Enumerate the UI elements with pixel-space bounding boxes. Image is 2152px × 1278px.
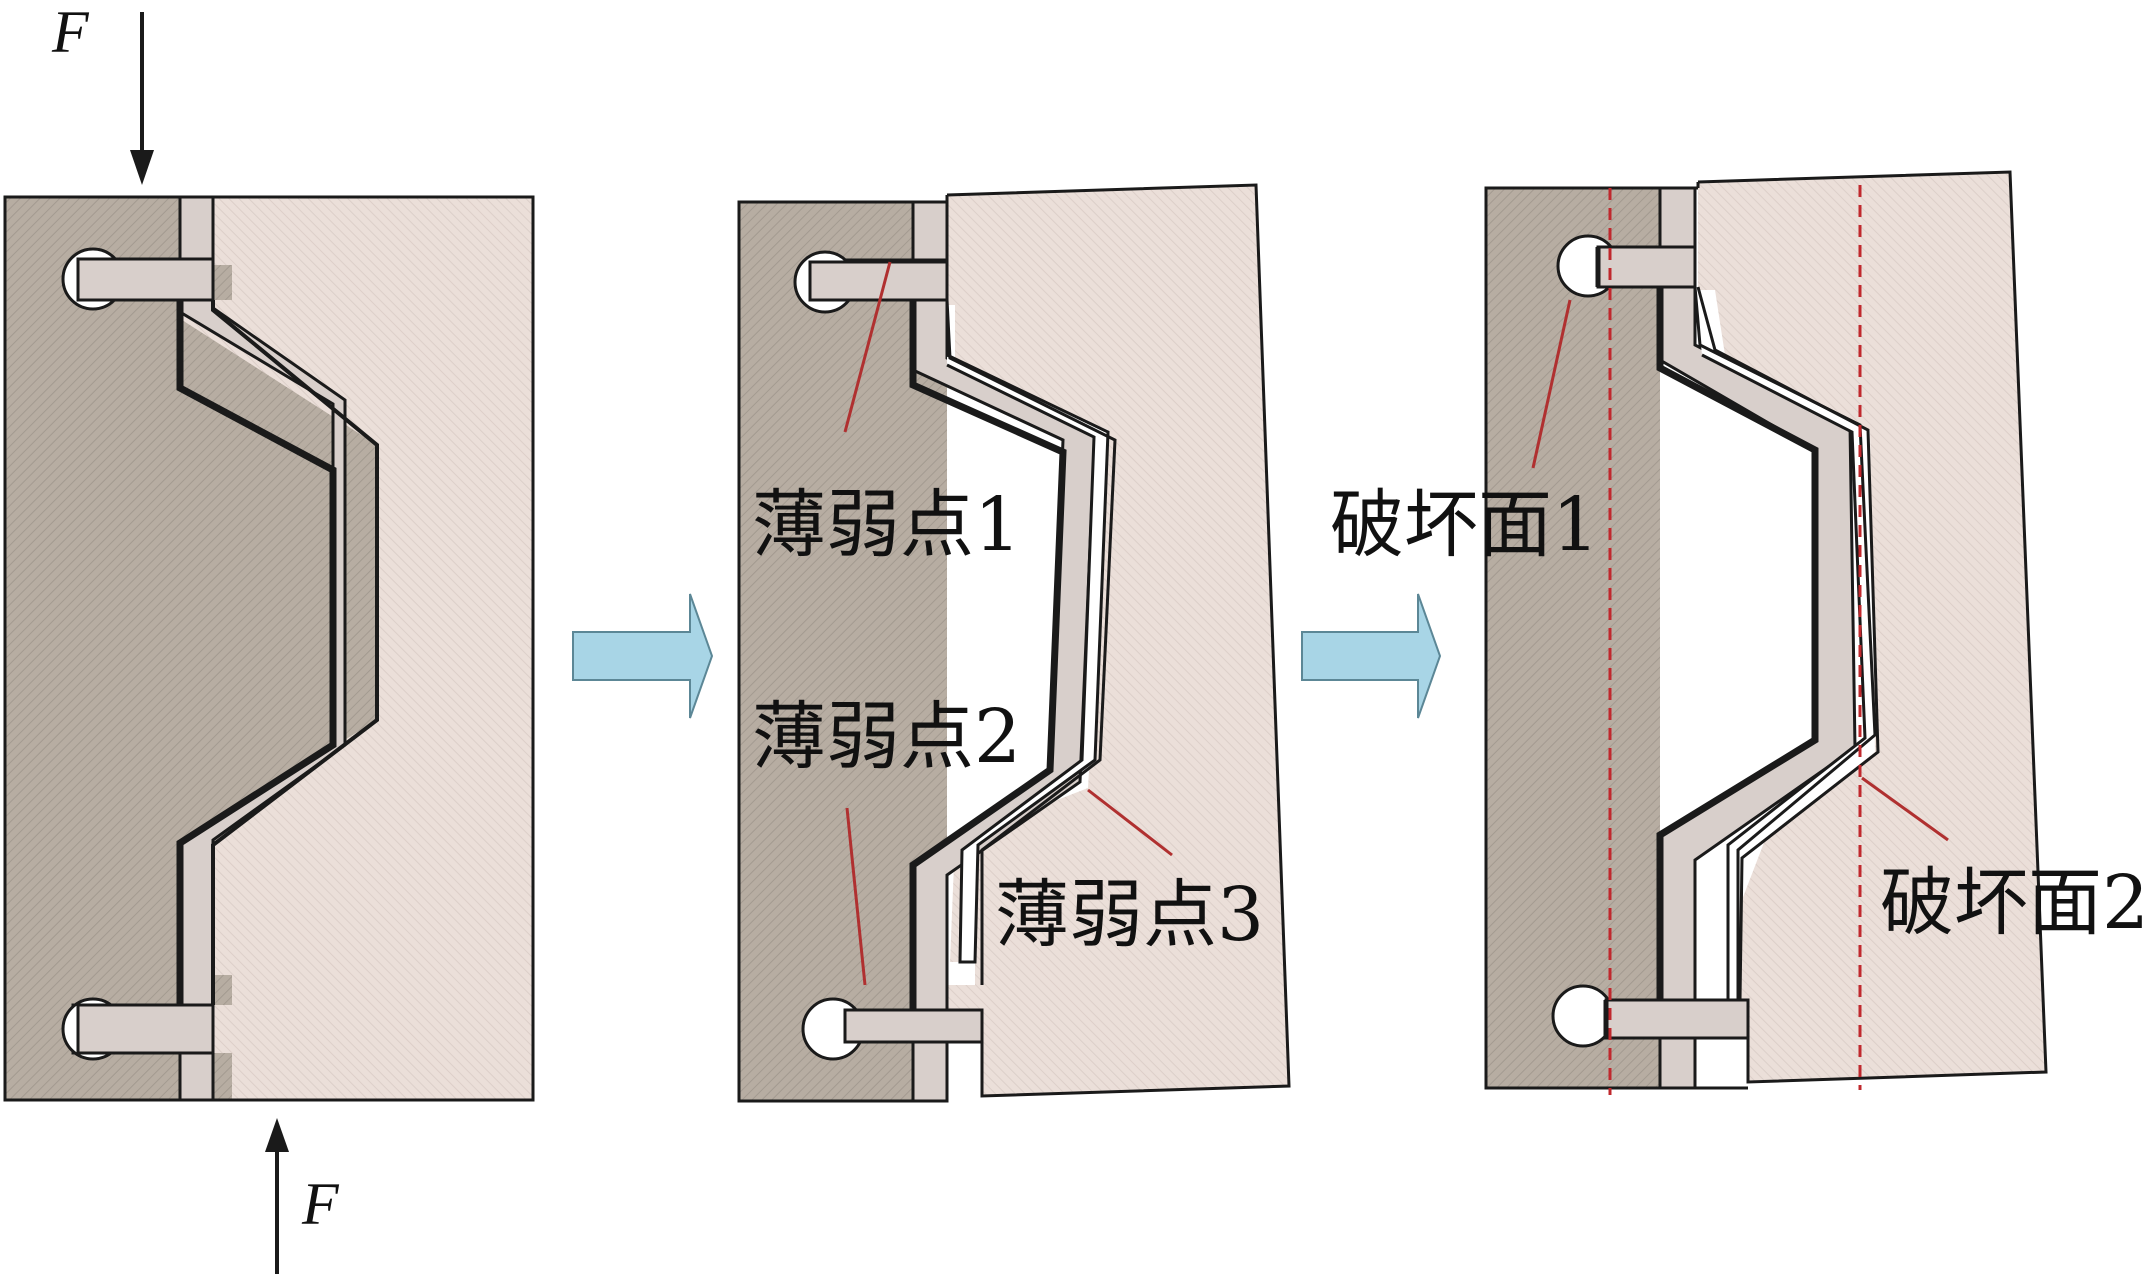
specimen-outline bbox=[3, 195, 535, 1102]
left-block bbox=[1486, 188, 1660, 1088]
panel-deformed: 薄弱点1 薄弱点2 薄弱点3 bbox=[737, 183, 1291, 1103]
panel-initial: F F bbox=[3, 0, 535, 1274]
leader-weak-point-1 bbox=[843, 261, 892, 433]
leader-failure-surface-2 bbox=[1861, 776, 1949, 842]
label-failure-surface-1: 破坏面1 bbox=[1330, 482, 1599, 568]
light-interface bbox=[945, 299, 1117, 985]
dark-interface bbox=[909, 300, 1067, 1010]
label-weak-point-2: 薄弱点2 bbox=[752, 694, 1021, 780]
force-label-bottom: F bbox=[301, 1171, 340, 1237]
bolt-top bbox=[808, 260, 949, 302]
label-failure-surface-2: 破坏面2 bbox=[1880, 860, 2149, 946]
leader-weak-point-2 bbox=[845, 807, 867, 986]
process-arrow-2 bbox=[1301, 593, 1442, 719]
bolt-bottom bbox=[843, 1008, 984, 1044]
bolt-bottom bbox=[1604, 998, 1750, 1040]
specimen-outline bbox=[737, 183, 1291, 1103]
right-block bbox=[180, 197, 533, 1100]
bolt-bottom bbox=[76, 1003, 215, 1055]
dark-interface bbox=[176, 300, 337, 1005]
right-block-tilted bbox=[947, 185, 1289, 1096]
force-label-top: F bbox=[51, 0, 90, 65]
leader-weak-point-3 bbox=[1087, 788, 1173, 857]
label-weak-point-1: 薄弱点1 bbox=[752, 482, 1021, 568]
process-arrow-1 bbox=[572, 593, 714, 719]
bolt-top bbox=[1596, 245, 1697, 289]
light-interface bbox=[211, 300, 379, 1005]
panel-failure: 破坏面1 破坏面2 bbox=[1330, 170, 2149, 1095]
leader-failure-surface-1 bbox=[1531, 299, 1572, 469]
crack-gap bbox=[945, 300, 1110, 964]
force-arrow-bottom bbox=[265, 1118, 289, 1274]
force-arrow-top bbox=[130, 12, 154, 185]
specimen-outline bbox=[1484, 170, 2048, 1090]
bolt-top bbox=[76, 257, 215, 302]
left-block bbox=[739, 202, 947, 1101]
dark-interface bbox=[1656, 287, 1819, 1000]
light-interface bbox=[1696, 286, 1880, 1001]
label-weak-point-3: 薄弱点3 bbox=[995, 872, 1264, 958]
right-block-tilted bbox=[1698, 172, 2046, 1082]
